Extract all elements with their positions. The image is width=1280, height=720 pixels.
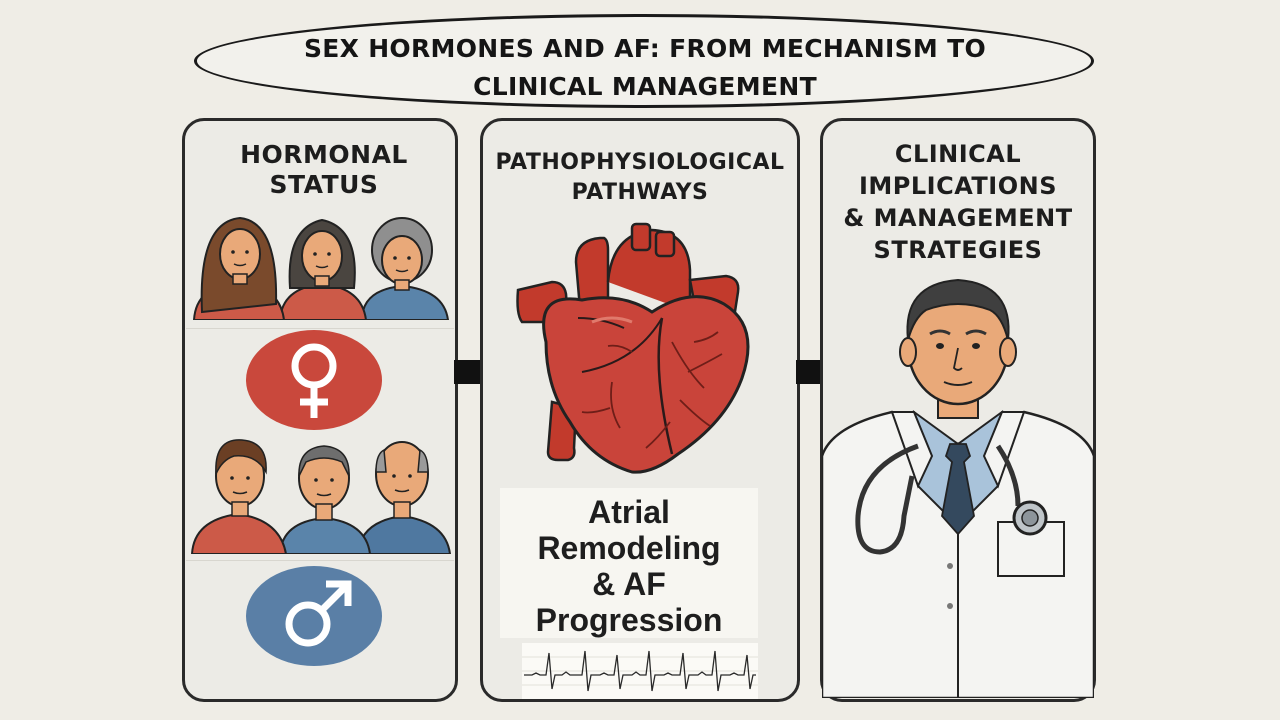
diagram-title: SEX HORMONES AND AF: FROM MECHANISM TO C… — [250, 30, 1040, 106]
doctor-icon — [822, 278, 1094, 698]
panel-title-line: STRATEGIES — [873, 236, 1043, 264]
middle-man-icon — [278, 445, 372, 554]
middle-woman-icon — [278, 218, 368, 320]
ecg-trace-icon — [522, 643, 758, 699]
older-man-icon — [356, 441, 452, 554]
male-symbol-circle — [246, 566, 382, 666]
mars-icon — [285, 580, 352, 647]
outcome-box: Atrial Remodeling & AF Progression — [500, 488, 758, 638]
panel-pathways-title: PATHOPHYSIOLOGICAL PATHWAYS — [484, 148, 796, 208]
title-line-2: CLINICAL MANAGEMENT — [473, 72, 817, 101]
panel-title-line: PATHOPHYSIOLOGICAL — [495, 150, 785, 175]
panel-hormonal-status-title: HORMONAL STATUS — [190, 140, 458, 200]
young-woman-icon — [192, 216, 286, 320]
panel-divider — [186, 328, 454, 329]
outcome-line: Atrial — [588, 494, 670, 530]
outcome-line: Remodeling — [537, 530, 721, 566]
panel-title-line: HORMONAL — [240, 140, 408, 169]
title-line-1: SEX HORMONES AND AF: FROM MECHANISM TO — [303, 34, 987, 63]
men-group-icon — [190, 439, 452, 554]
young-man-icon — [190, 439, 288, 554]
panel-divider — [186, 560, 454, 561]
heart-icon — [516, 222, 750, 474]
title-oval — [194, 14, 1094, 108]
panel-clinical-title: CLINICAL IMPLICATIONS & MANAGEMENT STRAT… — [826, 138, 1090, 266]
venus-icon — [291, 343, 337, 418]
panel-title-line: IMPLICATIONS — [858, 172, 1058, 200]
panel-title-line: STATUS — [269, 170, 379, 199]
panel-title-line: PATHWAYS — [571, 180, 709, 205]
women-group-icon — [192, 216, 450, 320]
panel-title-line: & MANAGEMENT — [843, 204, 1073, 232]
outcome-line: Progression — [535, 602, 723, 638]
panel-title-line: CLINICAL — [894, 140, 1022, 168]
older-woman-icon — [360, 217, 450, 320]
outcome-line: & AF — [592, 566, 666, 602]
